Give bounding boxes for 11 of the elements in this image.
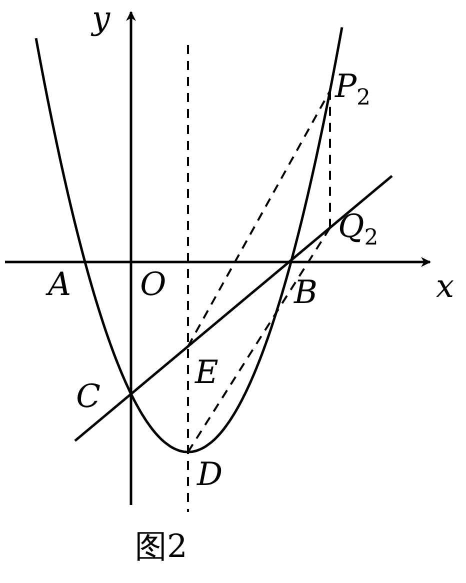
point-label: A — [48, 268, 72, 300]
point-label: Q$_{2}$ — [338, 210, 378, 250]
axis-label: x — [436, 270, 454, 302]
figure-caption: 图2 — [135, 530, 188, 562]
point-label: C — [76, 380, 100, 412]
point-label: P$_{2}$ — [335, 70, 371, 110]
point-label: E — [195, 356, 218, 388]
point-label: B — [294, 276, 318, 308]
point-label: D — [197, 458, 223, 490]
point-label: O — [140, 268, 166, 300]
axis-label: y — [92, 2, 110, 34]
